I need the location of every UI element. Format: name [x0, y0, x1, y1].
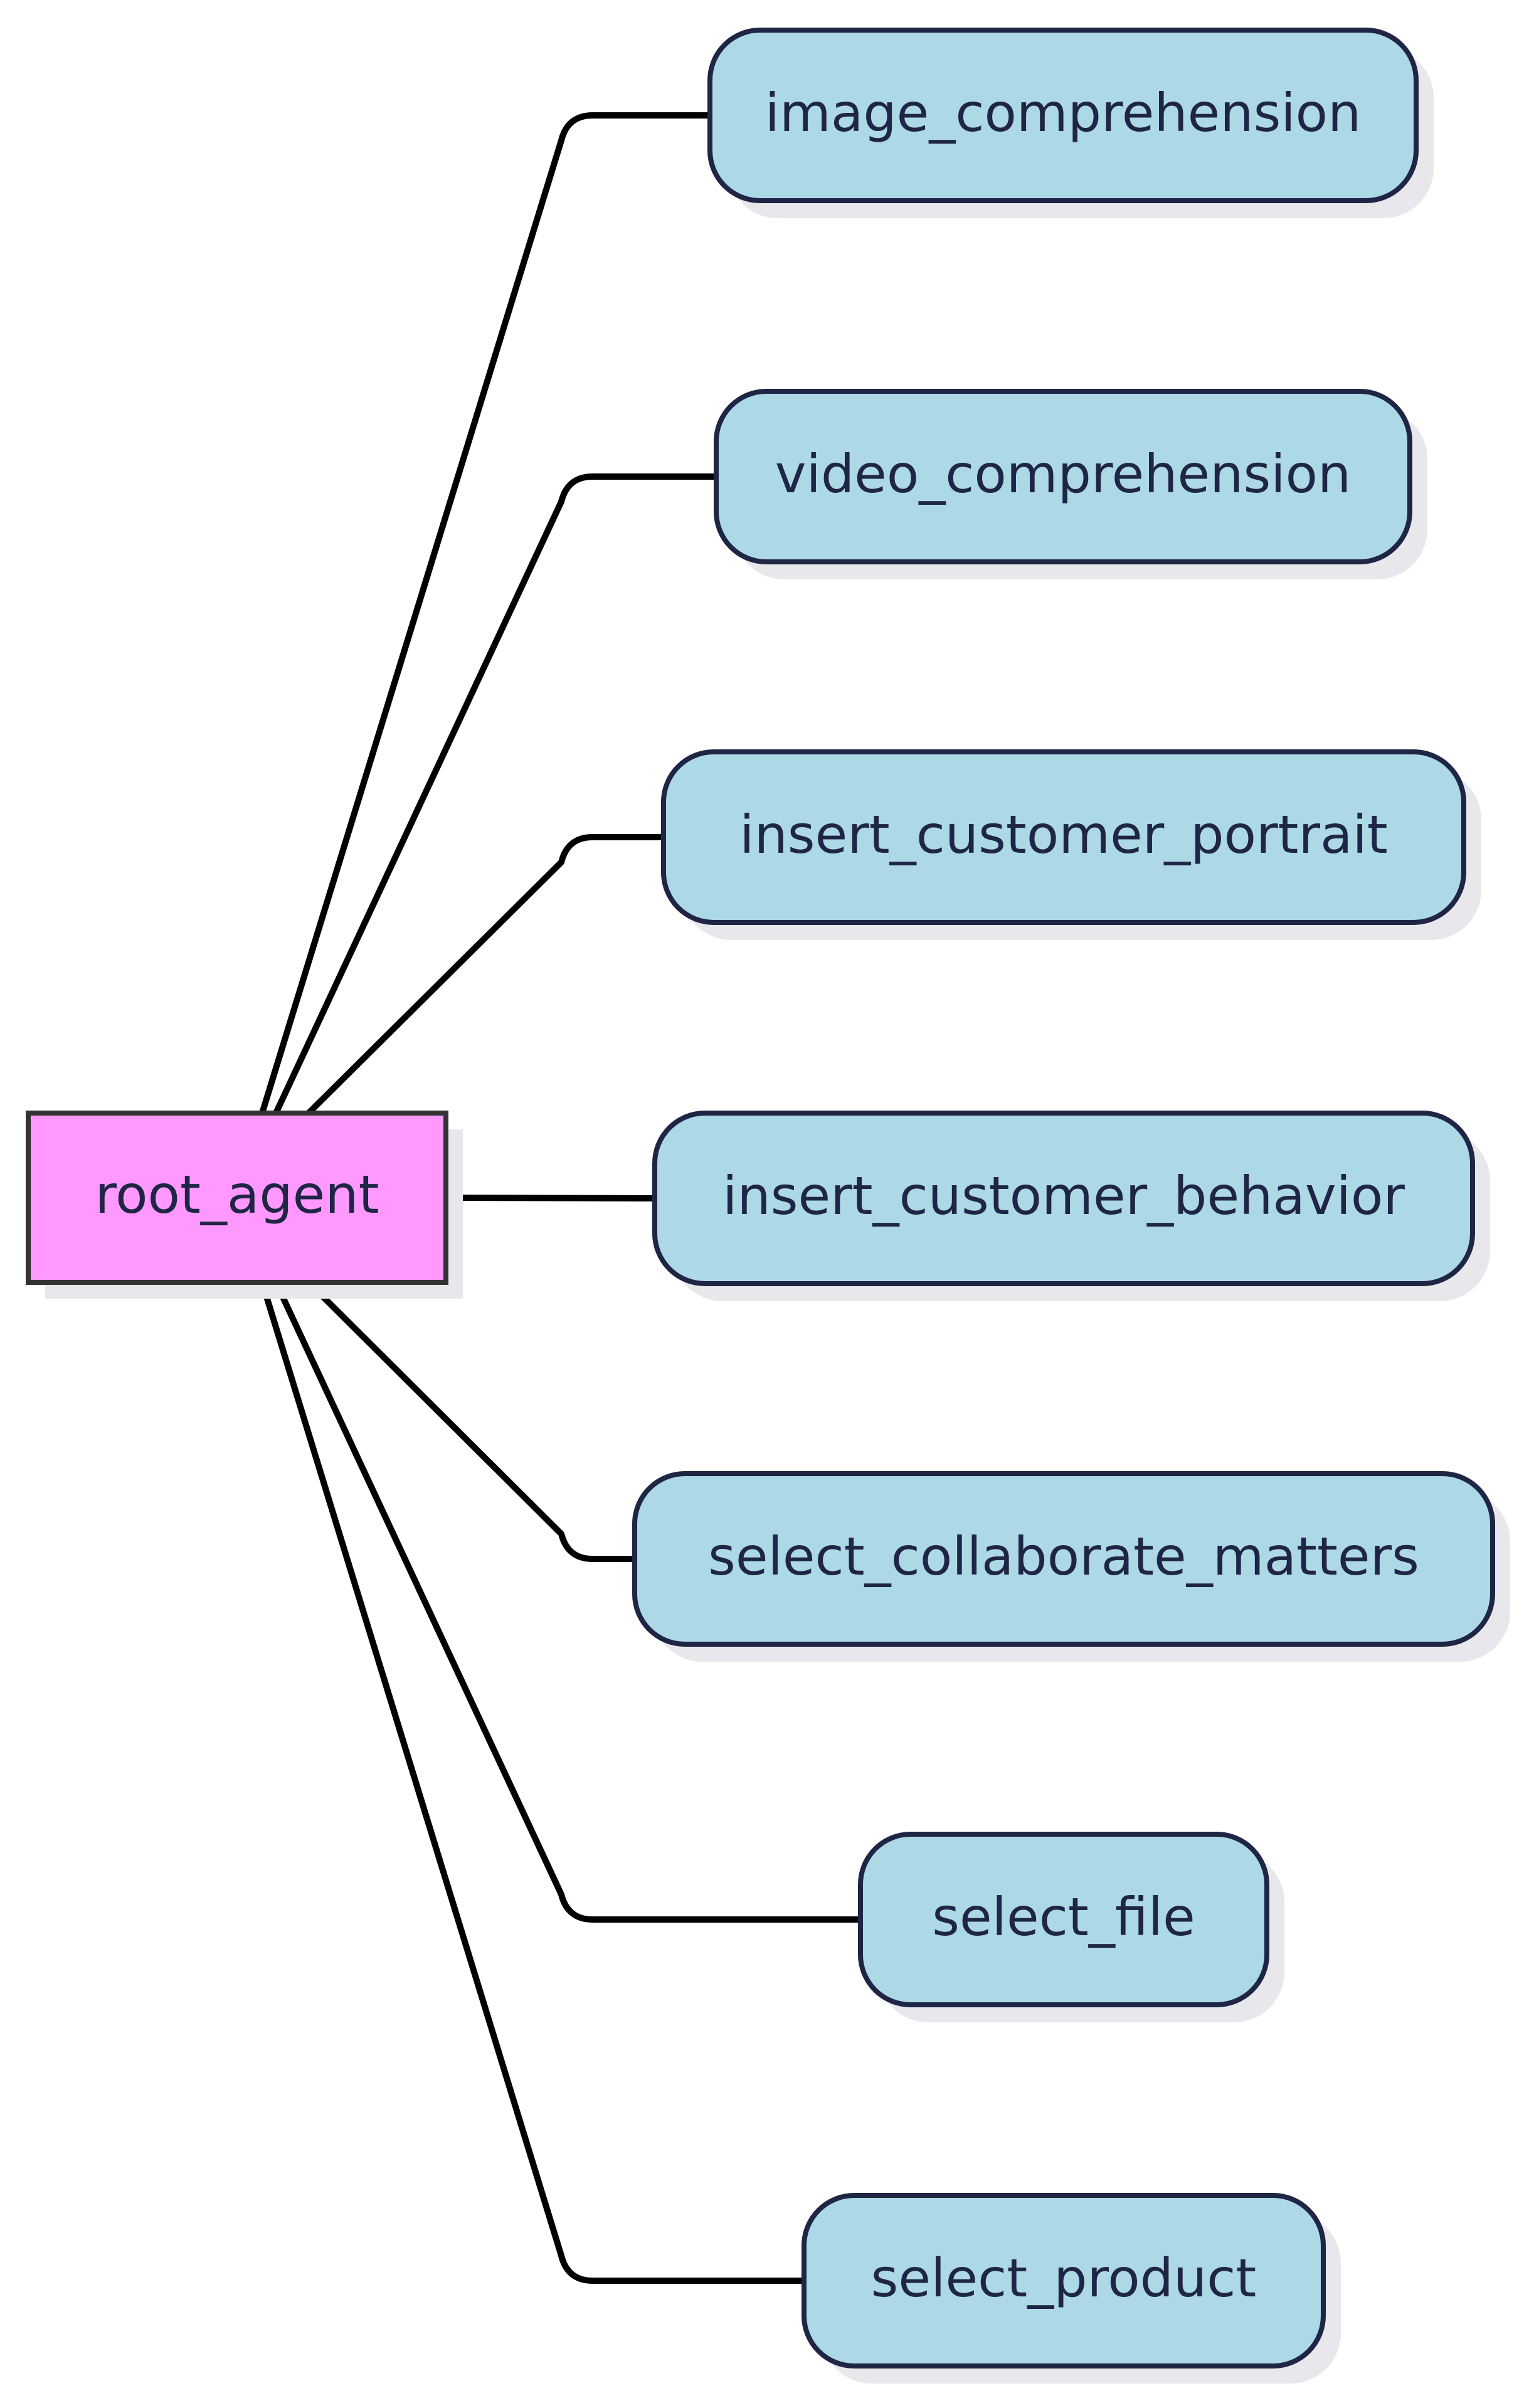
edge-root-to-select-collaborate-matters — [305, 1279, 638, 1562]
node-image-comprehension-label: image_comprehension — [765, 82, 1362, 144]
node-select-file-label: select_file — [932, 1886, 1195, 1948]
node-insert-customer-portrait[interactable]: insert_customer_portrait — [661, 749, 1481, 940]
node-image-comprehension-box — [707, 28, 1419, 203]
node-image-comprehension[interactable]: image_comprehension — [707, 28, 1434, 218]
node-insert-customer-portrait-box — [661, 749, 1466, 925]
node-select-collaborate-matters-box — [632, 1471, 1495, 1647]
node-select-product-label: select_product — [871, 2247, 1257, 2309]
node-insert-customer-behavior-box — [652, 1111, 1475, 1286]
edge-root-to-select-product — [259, 1279, 807, 2284]
node-video-comprehension-label: video_comprehension — [775, 443, 1351, 505]
edge-root-to-image-comprehension — [259, 112, 713, 1116]
edges-layer — [259, 112, 864, 2284]
node-root-agent[interactable]: root_agent — [26, 1111, 463, 1299]
edge-root-to-insert-customer-portrait — [305, 834, 667, 1116]
node-video-comprehension[interactable]: video_comprehension — [714, 389, 1427, 579]
node-insert-customer-behavior[interactable]: insert_customer_behavior — [652, 1111, 1490, 1301]
node-select-product-box — [802, 2193, 1326, 2368]
nodes-layer: root_agent image_comprehension video_comp… — [26, 28, 1510, 2384]
node-select-collaborate-matters-label: select_collaborate_matters — [708, 1526, 1419, 1587]
node-root-agent-label: root_agent — [95, 1164, 379, 1225]
node-root-agent-box — [26, 1111, 448, 1285]
edge-root-to-select-file — [273, 1279, 864, 1923]
node-insert-customer-portrait-label: insert_customer_portrait — [739, 804, 1388, 865]
edge-root-to-video-comprehension — [273, 473, 719, 1116]
node-select-product[interactable]: select_product — [802, 2193, 1341, 2384]
node-select-file-box — [858, 1832, 1269, 2007]
node-video-comprehension-box — [714, 389, 1412, 564]
node-select-collaborate-matters[interactable]: select_collaborate_matters — [632, 1471, 1510, 1662]
node-select-file[interactable]: select_file — [858, 1832, 1284, 2022]
node-insert-customer-behavior-label: insert_customer_behavior — [722, 1165, 1405, 1227]
